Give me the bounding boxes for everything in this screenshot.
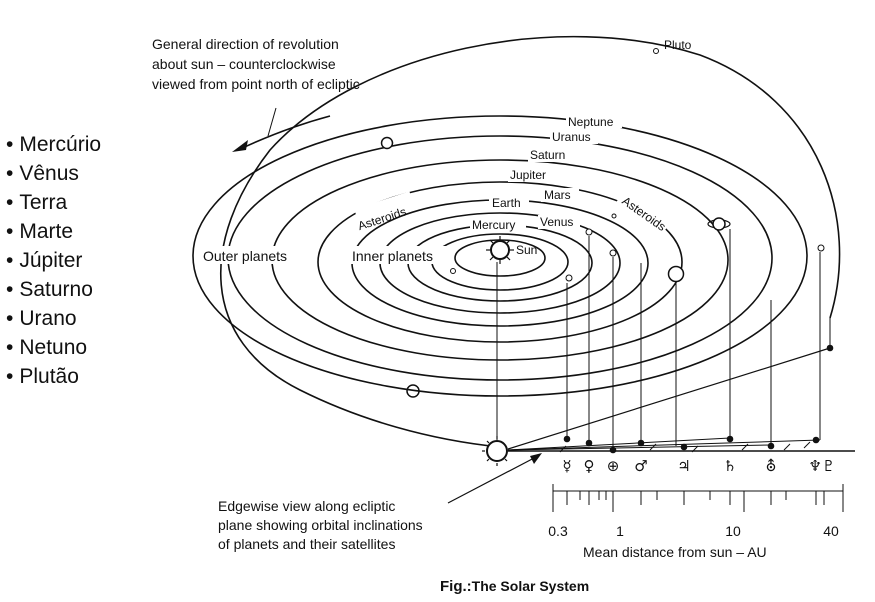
planet-list: Mercúrio Vênus Terra Marte Júpiter Satur… (6, 130, 101, 391)
pluto-marker (653, 48, 659, 54)
sun-label: Sun (516, 243, 537, 257)
neptune-planet (817, 244, 825, 252)
symbol-venus: ♀ (584, 457, 595, 475)
sun-top-view (486, 236, 514, 264)
figure-caption-title: The Solar System (472, 578, 590, 594)
jupiter-label: Jupiter (510, 168, 546, 182)
venus-label: Venus (540, 215, 573, 229)
orbit-jupiter (317, 181, 683, 343)
symbol-neptune-pluto: ♆♇ (809, 457, 836, 475)
revolution-note-line: viewed from point north of ecliptic (152, 76, 360, 92)
scale-tick-label: 40 (823, 523, 839, 539)
edgewise-view (482, 344, 855, 466)
mars-planet (609, 249, 617, 257)
projection-lines (496, 229, 831, 449)
planet-list-item: Terra (6, 188, 101, 217)
asteroid-dot (611, 213, 617, 219)
planet-list-item: Urano (6, 304, 101, 333)
mars-label: Mars (544, 188, 571, 202)
saturn-planet (707, 217, 731, 231)
scale-tick-label: 1 (616, 523, 624, 539)
outer-planets-label: Outer planets (203, 248, 287, 264)
planet-list-item: Júpiter (6, 246, 101, 275)
earth-label: Earth (492, 196, 521, 210)
edgewise-note-line: Edgewise view along ecliptic (218, 498, 395, 514)
symbol-mercury: ☿ (562, 457, 571, 475)
figure-caption: Fig.:The Solar System (440, 578, 589, 595)
planet-list-item: Vênus (6, 159, 101, 188)
uranus-planet (380, 136, 394, 150)
edgewise-note-line: plane showing orbital inclinations (218, 517, 423, 533)
saturn-label: Saturn (530, 148, 565, 162)
symbol-mars: ♂ (634, 457, 647, 475)
revolution-direction-arrow (232, 107, 331, 152)
planet-list-item: Plutão (6, 362, 101, 391)
planet-list-item: Netuno (6, 333, 101, 362)
revolution-note-line: General direction of revolution (152, 36, 339, 52)
scale-tick-label: 10 (725, 523, 741, 539)
scale-tick-label: 0.3 (548, 523, 568, 539)
edgewise-note-line: of planets and their satellites (218, 536, 395, 552)
pluto-label: Pluto (664, 38, 692, 52)
symbol-jupiter: ♃ (677, 457, 690, 475)
edgewise-pointer-arrow (447, 453, 542, 504)
orbit-neptune (192, 115, 808, 397)
uranus-label: Uranus (552, 130, 591, 144)
mercury-label: Mercury (472, 218, 515, 232)
inner-planets-label: Inner planets (352, 248, 433, 264)
symbol-uranus: ⛢ (766, 457, 777, 475)
planet-list-item: Marte (6, 217, 101, 246)
symbol-earth: ⊕ (607, 457, 620, 475)
distance-scale (552, 484, 844, 512)
jupiter-planet (667, 265, 685, 283)
figure-caption-prefix: Fig.: (440, 578, 472, 595)
scale-title: Mean distance from sun – AU (583, 544, 767, 560)
revolution-note-line: about sun – counterclockwise (152, 56, 336, 72)
planet-list-item: Saturno (6, 275, 101, 304)
earth-planet (585, 228, 593, 236)
neptune-label: Neptune (568, 115, 614, 129)
mercury-planet (450, 268, 456, 274)
orbit-pluto (220, 35, 841, 448)
symbol-saturn: ♄ (723, 457, 736, 475)
venus-planet (565, 274, 573, 282)
planet-list-item: Mercúrio (6, 130, 101, 159)
